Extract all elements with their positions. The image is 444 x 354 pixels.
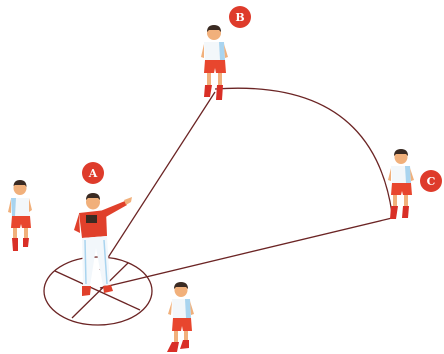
coach-a — [74, 193, 132, 296]
line-a-to-c — [99, 217, 393, 289]
center-circle-line-1 — [54, 270, 141, 311]
player-c — [388, 149, 414, 219]
badge-a: A — [82, 162, 104, 184]
badge-b-label: B — [235, 11, 244, 24]
badge-c-label: C — [427, 175, 436, 188]
player-left — [8, 180, 32, 251]
field-lines — [43, 87, 393, 326]
player-b — [201, 25, 228, 100]
badge-c: C — [420, 170, 442, 192]
center-circle-line-2 — [71, 262, 129, 319]
arc-b-to-c — [214, 87, 393, 214]
badge-b: B — [229, 6, 251, 28]
line-a-to-b — [99, 91, 216, 271]
player-bottom — [167, 282, 194, 352]
badge-a-label: A — [88, 167, 98, 180]
